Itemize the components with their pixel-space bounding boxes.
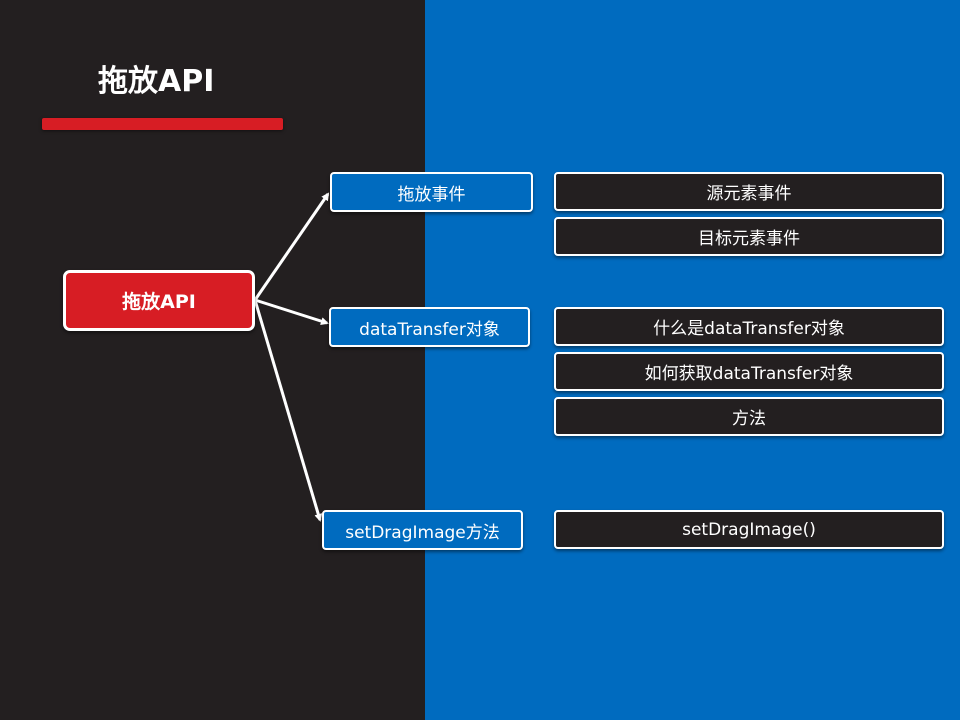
leaf-source-element-events: 源元素事件	[554, 172, 944, 211]
branch-setdragimage-method: setDragImage方法	[322, 510, 523, 550]
branch-drag-events: 拖放事件	[330, 172, 533, 212]
branch-datatransfer-object: dataTransfer对象	[329, 307, 530, 347]
leaf-methods: 方法	[554, 397, 944, 436]
connector-root-to-setdragimage	[253, 299, 323, 522]
root-node: 拖放API	[63, 270, 255, 331]
title-underline-bar	[42, 118, 283, 130]
slide-title: 拖放API	[98, 64, 215, 99]
leaf-target-element-events: 目标元素事件	[554, 217, 944, 256]
leaf-how-to-get-datatransfer: 如何获取dataTransfer对象	[554, 352, 944, 391]
connector-root-to-drag-events	[253, 192, 330, 301]
connector-root-to-datatransfer	[254, 298, 329, 325]
leaf-setdragimage-call: setDragImage()	[554, 510, 944, 549]
leaf-what-is-datatransfer: 什么是dataTransfer对象	[554, 307, 944, 346]
